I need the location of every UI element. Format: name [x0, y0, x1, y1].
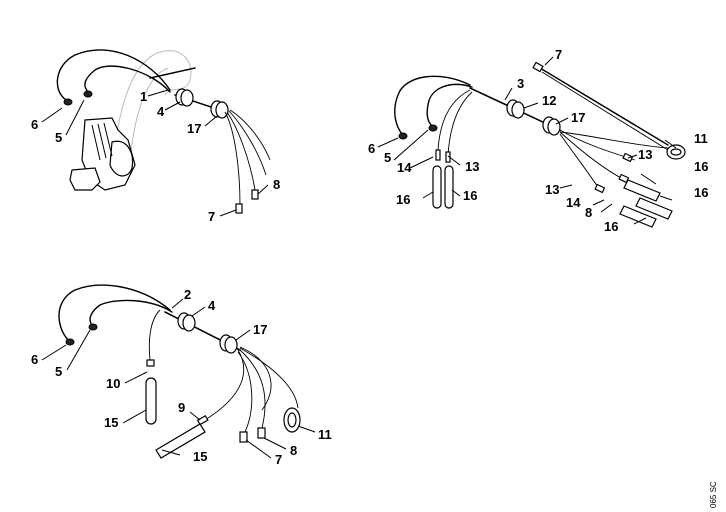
- label-7-bl: 7: [275, 452, 282, 467]
- sleeve-16-b: [444, 165, 454, 209]
- label-16-c: 16: [694, 159, 708, 174]
- figure-code: 065 SC: [709, 481, 718, 508]
- flat-connector-7-bottom-left: [239, 431, 248, 443]
- flat-connector-8-top-left: [251, 189, 259, 200]
- grommet-17-top-left: [210, 100, 229, 119]
- label-16-e: 16: [604, 219, 618, 234]
- label-17-tr: 17: [571, 110, 585, 125]
- harness-assembly-top-right: 7 3 12 17 11 6 5 14 13 13 13 16 16 16 14…: [368, 47, 708, 234]
- label-11-bl: 11: [318, 427, 332, 442]
- connector-9: [196, 414, 209, 426]
- label-16-a: 16: [396, 192, 410, 207]
- label-8-tr: 8: [585, 205, 592, 220]
- label-8: 8: [273, 177, 280, 192]
- label-11-tr: 11: [694, 131, 708, 146]
- sleeve-16-d: [619, 205, 657, 228]
- flat-connector-8-bottom-left: [257, 427, 266, 439]
- switch-housing: [69, 117, 136, 191]
- label-17-bl: 17: [253, 322, 267, 337]
- label-6: 6: [31, 117, 38, 132]
- label-7: 7: [208, 209, 215, 224]
- sleeve-15-vertical: [145, 377, 157, 425]
- label-1: 1: [140, 89, 147, 104]
- label-12: 12: [542, 93, 556, 108]
- label-4: 4: [157, 104, 165, 119]
- label-2: 2: [184, 287, 191, 302]
- label-5-bl: 5: [55, 364, 62, 379]
- label-15-a: 15: [104, 415, 118, 430]
- label-16-d: 16: [694, 185, 708, 200]
- label-6-bl: 6: [31, 352, 38, 367]
- harness-assembly-bottom-left: 2 4 17 6 5 10 15 9 15 11 8 7: [31, 284, 332, 467]
- label-6-tr: 6: [368, 141, 375, 156]
- sleeve-16-e: [635, 197, 673, 220]
- label-9: 9: [178, 400, 185, 415]
- label-17: 17: [187, 121, 201, 136]
- label-13-a: 13: [465, 159, 479, 174]
- label-8-bl: 8: [290, 443, 297, 458]
- label-5: 5: [55, 130, 62, 145]
- sleeve-16-a: [432, 165, 442, 209]
- label-7-tr: 7: [555, 47, 562, 62]
- label-5-tr: 5: [384, 150, 391, 165]
- grommet-17-top-right: [542, 116, 561, 136]
- sleeve-15-diagonal: [155, 423, 206, 459]
- label-4-bl: 4: [208, 298, 216, 313]
- flat-connector-7-top-right: [532, 61, 544, 73]
- label-14-b: 14: [566, 195, 581, 210]
- flat-connector-7-top-left: [235, 203, 243, 214]
- grommet-17-bottom-left: [219, 334, 238, 354]
- label-14-a: 14: [397, 160, 412, 175]
- harness-assembly-top-left: 1 4 17 6 5 8 7: [31, 49, 280, 224]
- sleeve-16-c: [623, 179, 661, 202]
- grommet-12: [506, 99, 525, 119]
- label-13-c: 13: [545, 182, 559, 197]
- label-15-b: 15: [193, 449, 207, 464]
- label-16-b: 16: [463, 188, 477, 203]
- label-3: 3: [517, 76, 524, 91]
- grommet-4-bottom-left: [177, 312, 196, 332]
- label-13-b: 13: [638, 147, 652, 162]
- grommet-4-top-left: [175, 88, 194, 107]
- label-10: 10: [106, 376, 120, 391]
